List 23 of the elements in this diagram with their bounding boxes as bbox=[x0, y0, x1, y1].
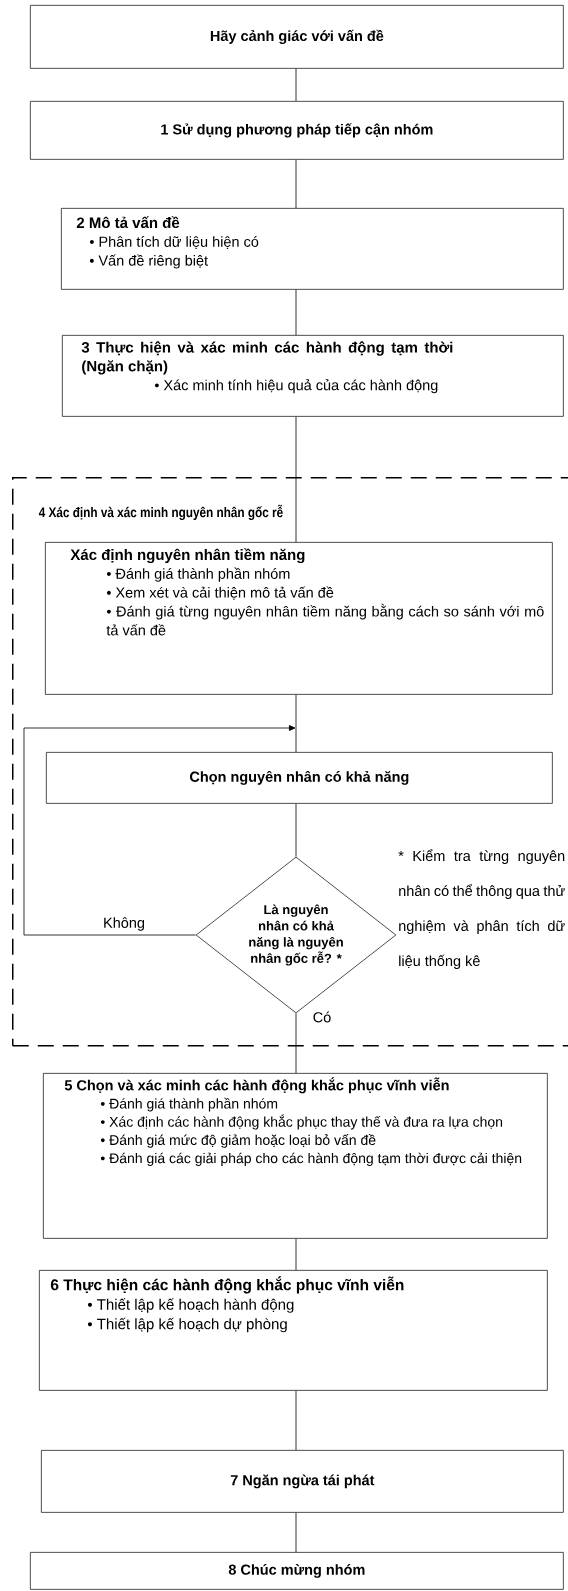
edge-label: Không bbox=[102, 916, 146, 932]
connector bbox=[295, 159, 297, 209]
process-box: 8 Chúc mừng nhóm bbox=[30, 1552, 564, 1590]
connector bbox=[295, 694, 297, 753]
process-box: 6 Thực hiện các hành động khắc phục vĩnh viễn • Thiết lập kế hoạch hành động • Thiết lập kế hoạch dự phòng bbox=[39, 1270, 548, 1391]
process-box: 7 Ngăn ngừa tái phát bbox=[41, 1450, 564, 1513]
process-box: 3 Thực hiện và xác minh các hành động tạm thời (Ngăn chặn) • Xác minh tính hiệu quả của các hành động bbox=[62, 335, 564, 417]
connector bbox=[295, 1390, 297, 1451]
connector bbox=[295, 1512, 297, 1553]
process-box: Xác định nguyên nhân tiềm năng • Đánh giá thành phần nhóm • Xem xét và cải thiện mô tả vấn đề • Đánh giá từng nguyên nhân tiềm năng bằng cách so sánh với mô tả vấn đề bbox=[45, 542, 553, 695]
connector bbox=[23, 725, 296, 936]
process-box: Hãy cảnh giác với vấn đề bbox=[30, 5, 564, 69]
connector bbox=[295, 289, 297, 336]
process-box: Chọn nguyên nhân có khả năng bbox=[46, 752, 553, 804]
connector bbox=[295, 803, 297, 858]
note-text: * Kiểm tra từng nguyên nhân có thể thông qua thử nghiệm và phân tích dữ liệu thống kê bbox=[398, 849, 565, 969]
process-box: 5 Chọn và xác minh các hành động khắc phục vĩnh viễn • Đánh giá thành phần nhóm • Xác định các hành động khắc phục thay thế và đưa ra lựa chọn • Đánh giá mức độ giảm hoặc loại bỏ vấn đề • Đánh giá các giải pháp cho các hành động tạm thời được cải thiện bbox=[43, 1073, 548, 1239]
connector bbox=[295, 416, 297, 543]
process-box: 2 Mô tả vấn đề • Phân tích dữ liệu hiện có • Vấn đề riêng biệt bbox=[61, 208, 564, 290]
connector bbox=[295, 68, 297, 102]
connector bbox=[295, 1012, 297, 1074]
connector bbox=[295, 1238, 297, 1271]
process-box: 1 Sử dụng phương pháp tiếp cận nhóm bbox=[30, 101, 564, 160]
